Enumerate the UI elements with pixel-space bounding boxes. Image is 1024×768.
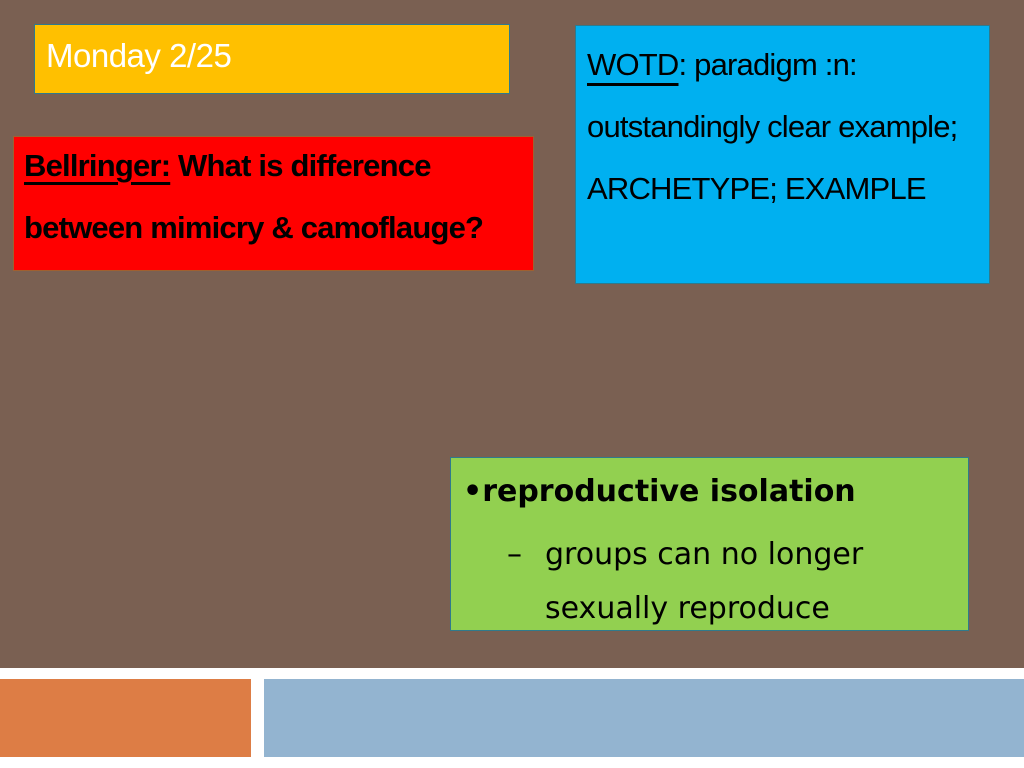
notes-box: •reproductive isolation – groups can no … [450,457,969,631]
footer-orange-block [0,679,251,757]
notes-term-line: •reproductive isolation [463,474,856,509]
bullet-marker: • [463,474,483,509]
footer-blue-block [264,679,1024,757]
dash-marker: – [507,537,522,572]
bellringer-label: Bellringer: [24,148,171,183]
date-text: Monday 2/25 [46,37,232,74]
notes-description: groups can no longer sexually reproduce [545,537,864,626]
wotd-label: WOTD [587,47,679,82]
bellringer-question: What is difference between mimicry & cam… [24,148,484,245]
wotd-definition: : paradigm :n: outstandingly clear examp… [587,47,958,206]
notes-sub-item: – groups can no longer sexually reproduc… [507,528,945,636]
wotd-box: WOTD: paradigm :n: outstandingly clear e… [575,25,990,284]
footer-divider [0,668,1024,676]
notes-term: reproductive isolation [482,474,856,509]
bellringer-box [13,136,534,271]
date-box: Monday 2/25 [34,24,510,94]
bellringer-text: Bellringer: What is difference between m… [24,135,534,259]
